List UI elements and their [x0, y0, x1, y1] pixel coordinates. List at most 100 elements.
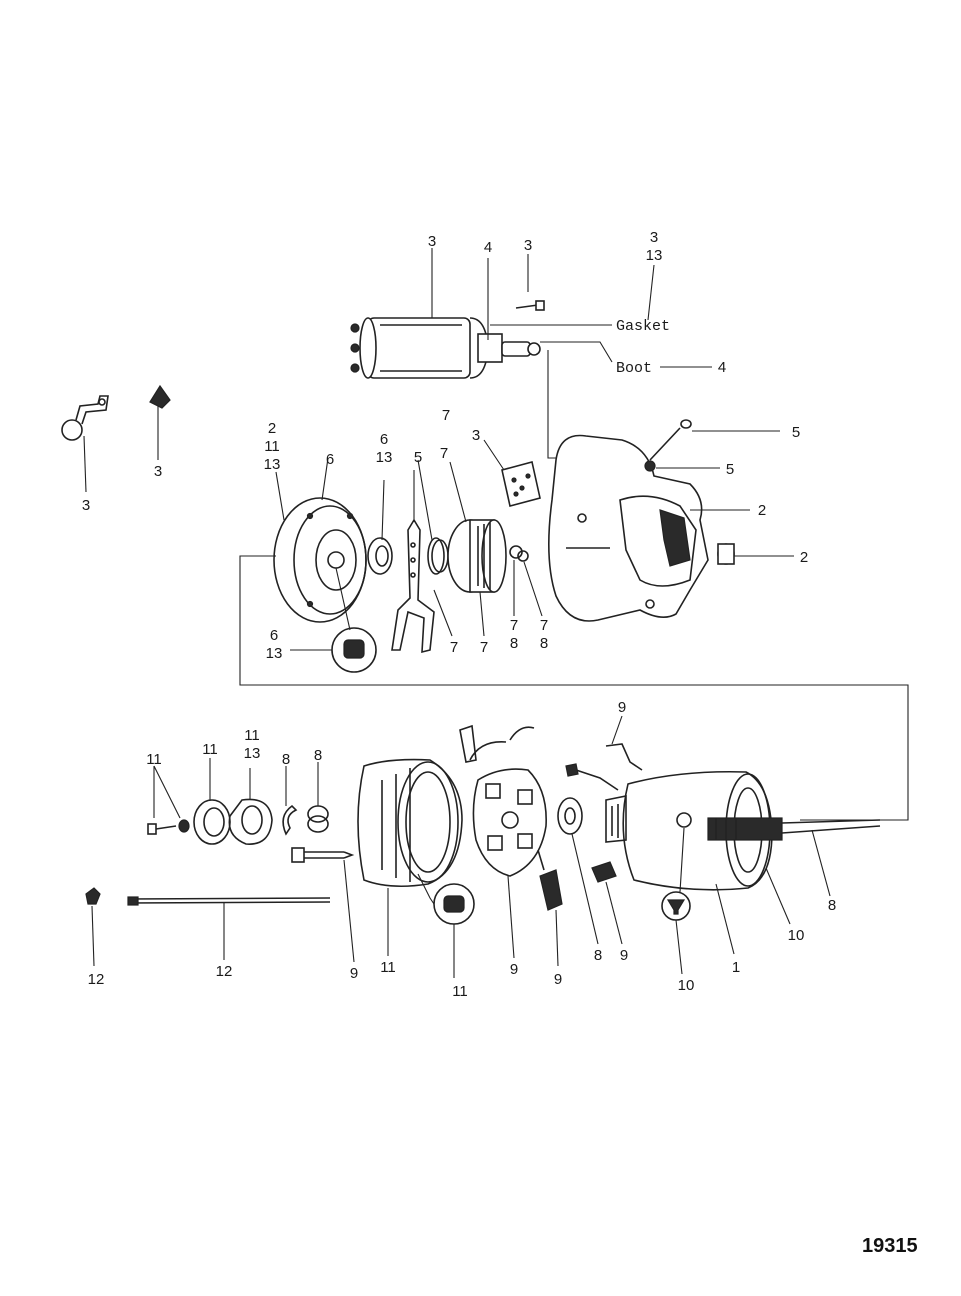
callout-clutch-7d: 7: [480, 639, 488, 656]
callout-line: 8: [594, 947, 602, 964]
housing-washer: [644, 460, 656, 472]
callout-screw-3: 3: [524, 237, 532, 254]
callout-clutch-7b: 7: [440, 445, 448, 462]
callout-frame-1: 1: [732, 959, 740, 976]
callout-line: 7: [480, 639, 488, 656]
callout-line: 11: [244, 727, 260, 744]
callout-field-10: 10: [788, 927, 805, 944]
callout-bushing-11: 11: [452, 983, 468, 1000]
callout-washer-8: 8: [594, 947, 602, 964]
callout-line: 3: [524, 237, 532, 254]
thrust-washer: [557, 797, 583, 835]
callout-line: 13: [266, 645, 283, 662]
callout-line: 10: [788, 927, 805, 944]
callout-line: 8: [314, 747, 322, 764]
nut: [149, 384, 171, 409]
callout-line: 9: [618, 699, 626, 716]
callout-clip-8a: 8: [282, 751, 290, 768]
bracket: [61, 395, 109, 441]
commutator-end-frame: [357, 758, 463, 888]
callout-pole-screw-10: 10: [678, 977, 695, 994]
callout-line: 3: [428, 233, 436, 250]
rod-nut: [85, 887, 101, 905]
callout-line: 3: [650, 229, 658, 246]
solenoid: [350, 317, 541, 379]
callout-boot-4: 4: [718, 359, 726, 376]
callout-holder-9: 9: [510, 961, 518, 978]
boot-label: Boot: [616, 360, 652, 377]
callout-through-bolt-9: 9: [350, 965, 358, 982]
callout-plate-6: 6: [326, 451, 334, 468]
spring: [427, 537, 449, 575]
callout-line: 6: [380, 431, 388, 448]
callout-line: 12: [88, 971, 105, 988]
callout-line: 3: [154, 463, 162, 480]
callout-line: 12: [216, 963, 233, 980]
callout-clip-8b: 8: [314, 747, 322, 764]
through-screw: [147, 823, 177, 835]
through-bolt: [291, 847, 355, 863]
callout-line: 4: [718, 359, 726, 376]
callout-screw-11: 11: [146, 751, 162, 768]
callout-line: 4: [484, 239, 492, 256]
callout-line: 11: [452, 983, 468, 1000]
bearing: [367, 537, 393, 575]
callout-line: 13: [244, 745, 261, 762]
callout-nut-12: 12: [88, 971, 105, 988]
shift-lever: [391, 518, 435, 654]
callout-line: 10: [678, 977, 695, 994]
pole-screw: [661, 891, 691, 921]
callout-cap-11: 11: [202, 741, 218, 758]
callout-plug-2: 2: [800, 549, 808, 566]
solenoid-screw: [515, 300, 545, 311]
callout-armature-8: 8: [828, 897, 836, 914]
callout-nut-3: 3: [154, 463, 162, 480]
callout-lever-5: 5: [414, 449, 422, 466]
callout-line: 9: [554, 971, 562, 988]
callout-sol-3: 3: [428, 233, 436, 250]
callout-line: 3: [82, 497, 90, 514]
callout-line: 8: [510, 635, 518, 652]
brush-a: [537, 849, 563, 911]
callout-line: 8: [540, 635, 548, 652]
drive-clutch: [447, 519, 507, 593]
gasket-label: Gasket: [616, 318, 670, 335]
housing-plug: [717, 543, 735, 565]
callout-washer-5: 5: [726, 461, 734, 478]
callout-line: 1: [732, 959, 740, 976]
callout-line: 8: [828, 897, 836, 914]
callout-line: 13: [646, 247, 663, 264]
brush-holder: [459, 724, 547, 877]
callout-line: 11: [264, 438, 280, 455]
callout-line: 2: [800, 549, 808, 566]
callout-line: 13: [264, 456, 281, 473]
cap-gasket: [228, 798, 273, 845]
callout-end-frame-11: 11: [380, 959, 396, 976]
drive-bushing: [331, 627, 377, 673]
callout-line: 7: [450, 639, 458, 656]
callout-line: 9: [620, 947, 628, 964]
callout-brush2-9: 9: [620, 947, 628, 964]
callout-line: 11: [380, 959, 396, 976]
end-frame-bushing: [433, 883, 475, 925]
callout-line: 7: [510, 617, 518, 634]
callout-line: 7: [442, 407, 450, 424]
end-cap: [193, 799, 231, 845]
callout-clutch-7c: 7: [450, 639, 458, 656]
terminal-block: [501, 461, 541, 507]
field-frame: [565, 743, 773, 891]
callout-line: 11: [202, 741, 218, 758]
snap-ring: [509, 545, 529, 562]
callout-block-3: 3: [472, 427, 480, 444]
callout-line: 7: [440, 445, 448, 462]
drive-housing: [548, 434, 709, 622]
